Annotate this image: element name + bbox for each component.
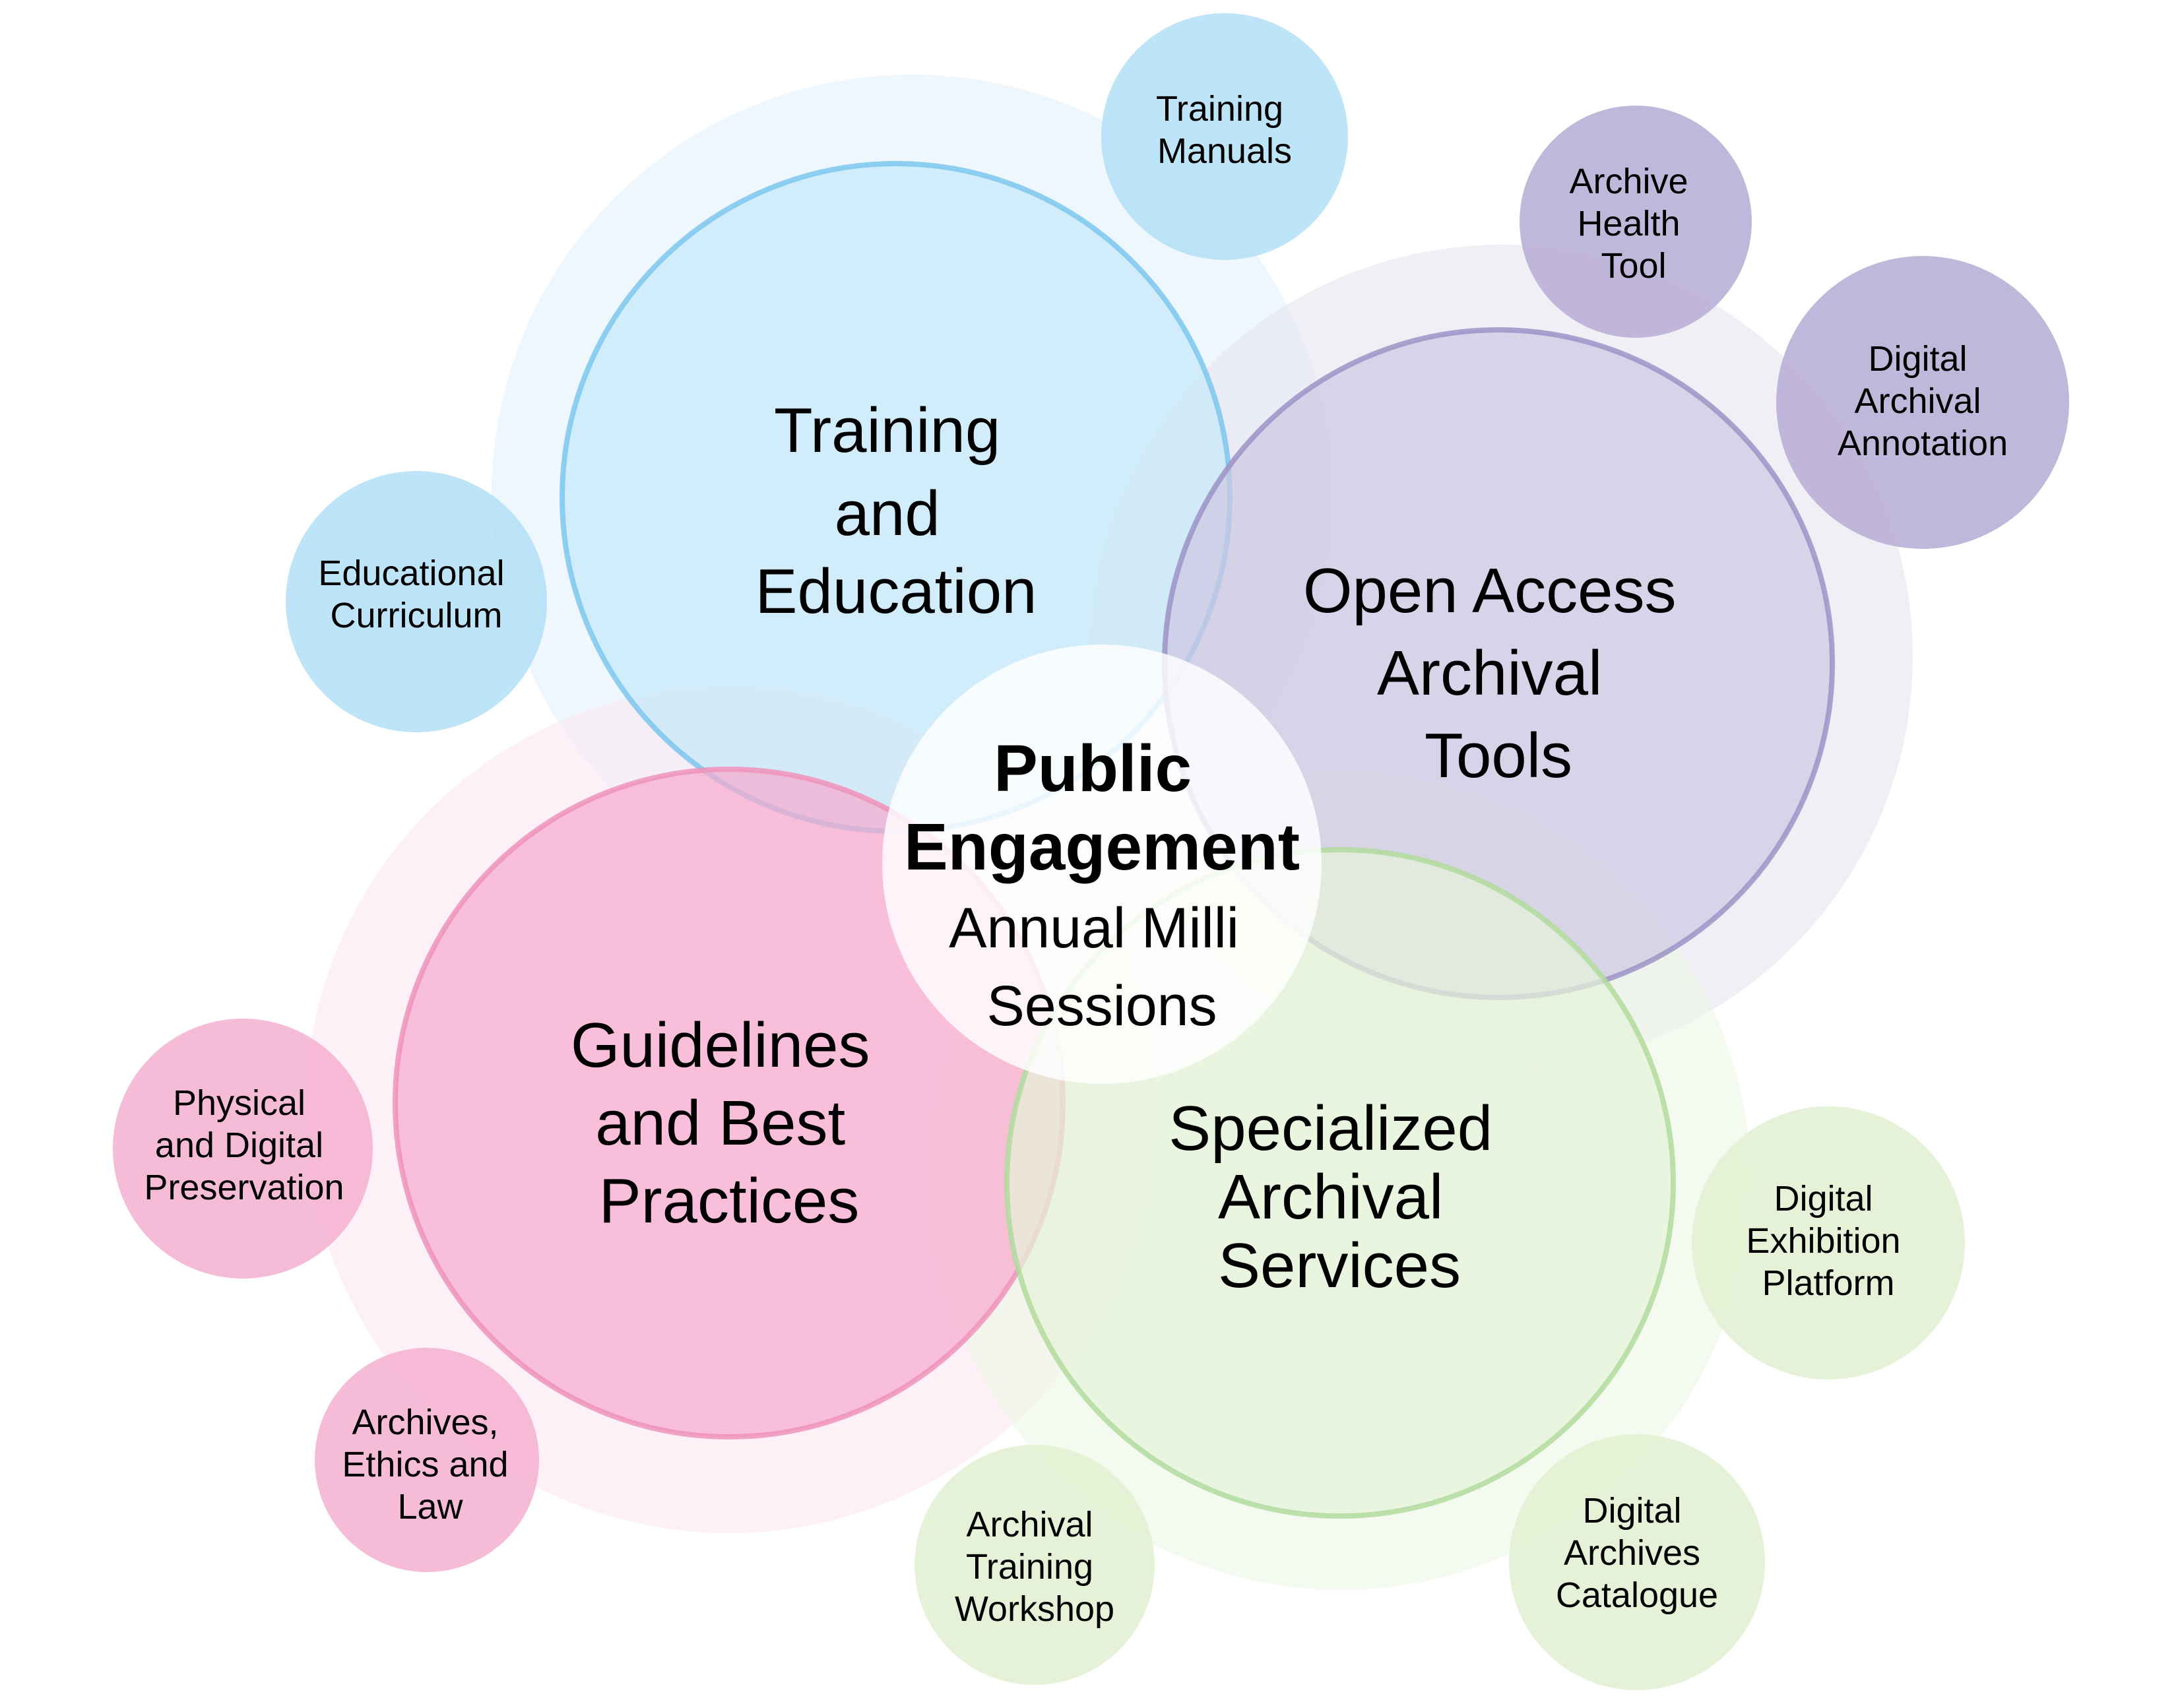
main-label-specialized: Specialized Archival Services <box>1169 1093 1510 1301</box>
label-line: Services <box>1218 1230 1461 1301</box>
satellite-physical-digital-preservation[interactable] <box>113 1019 373 1279</box>
label-line: Archival <box>1854 381 1981 421</box>
label-line: and <box>835 478 940 549</box>
label-line: Archive <box>1569 162 1688 201</box>
label-line: Law <box>397 1487 463 1527</box>
satellite-label-training-manuals: Training Manuals <box>1156 89 1293 171</box>
label-line: Archives <box>1564 1533 1700 1573</box>
satellite-archives-ethics-law[interactable] <box>315 1348 539 1572</box>
satellite-label-physical-digital-preservation: Physical and Digital Preservation <box>144 1083 344 1207</box>
label-line: Platform <box>1762 1263 1894 1303</box>
label-line: Practices <box>599 1166 860 1236</box>
center-subtitle: Annual Milli Sessions <box>949 897 1255 1038</box>
label-line: Educational <box>318 554 504 593</box>
center-title: Public Engagement <box>904 732 1300 884</box>
label-line: Catalogue <box>1556 1575 1718 1615</box>
label-line: Physical <box>173 1083 305 1123</box>
satellite-label-archive-health-tool: Archive Health Tool <box>1569 162 1698 286</box>
center-title-line: Public <box>994 732 1192 806</box>
label-line: Ethics and <box>342 1445 508 1484</box>
label-line: Guidelines <box>571 1010 870 1081</box>
label-line: Health <box>1577 204 1680 243</box>
label-line: Archival <box>1218 1162 1443 1232</box>
satellite-training-manuals[interactable] <box>1101 13 1348 260</box>
satellite-digital-archival-annotation[interactable] <box>1776 256 2069 549</box>
satellite-label-digital-exhibition-platform: Digital Exhibition Platform <box>1746 1179 1910 1303</box>
satellite-educational-curriculum[interactable] <box>286 471 547 732</box>
label-line: Archival <box>966 1505 1093 1544</box>
center-title-line: Engagement <box>904 810 1300 884</box>
main-label-open-access: Open Access Archival Tools <box>1303 555 1694 791</box>
label-line: Training <box>774 395 1000 466</box>
label-line: Training <box>966 1547 1093 1587</box>
label-line: Education <box>755 556 1037 627</box>
satellite-label-educational-curriculum: Educational Curriculum <box>318 554 514 635</box>
label-line: Archives, <box>352 1403 498 1442</box>
label-line: and Best <box>595 1088 845 1158</box>
satellite-archive-health-tool[interactable] <box>1520 106 1752 338</box>
label-line: Digital <box>1582 1491 1681 1531</box>
label-line: Annotation <box>1838 424 2008 463</box>
label-line: Exhibition <box>1746 1221 1900 1261</box>
satellite-digital-archives-catalogue[interactable] <box>1509 1434 1765 1690</box>
label-line: Curriculum <box>330 596 502 635</box>
label-line: Digital <box>1868 339 1967 379</box>
label-line: Preservation <box>144 1168 344 1207</box>
main-label-training: Training and Education <box>755 395 1037 627</box>
satellite-label-digital-archival-annotation: Digital Archival Annotation <box>1838 339 2008 463</box>
label-line: Open Access <box>1303 555 1677 626</box>
center-subtitle-line: Sessions <box>987 974 1217 1038</box>
label-line: Specialized <box>1169 1093 1492 1164</box>
label-line: Training <box>1156 89 1283 129</box>
label-line: Tool <box>1601 246 1666 286</box>
label-line: and Digital <box>155 1125 323 1165</box>
label-line: Archival <box>1377 638 1602 709</box>
label-line: Digital <box>1774 1179 1873 1218</box>
center-circle-public-engagement[interactable] <box>882 645 1322 1084</box>
satellite-archival-training-workshop[interactable] <box>915 1445 1155 1685</box>
satellite-label-digital-archives-catalogue: Digital Archives Catalogue <box>1556 1491 1718 1615</box>
satellite-layer <box>113 13 2069 1690</box>
satellite-label-archival-training-workshop: Archival Training Workshop <box>955 1505 1114 1629</box>
center-subtitle-line: Annual Milli <box>949 897 1239 960</box>
main-label-guidelines: Guidelines and Best Practices <box>571 1010 887 1236</box>
satellite-digital-exhibition-platform[interactable] <box>1692 1106 1965 1379</box>
satellite-label-archives-ethics-law: Archives, Ethics and Law <box>342 1403 518 1527</box>
label-line: Workshop <box>955 1589 1114 1629</box>
label-layer: Training and Education Open Access Archi… <box>144 89 2008 1629</box>
label-line: Tools <box>1425 720 1572 791</box>
label-line: Manuals <box>1157 131 1292 171</box>
